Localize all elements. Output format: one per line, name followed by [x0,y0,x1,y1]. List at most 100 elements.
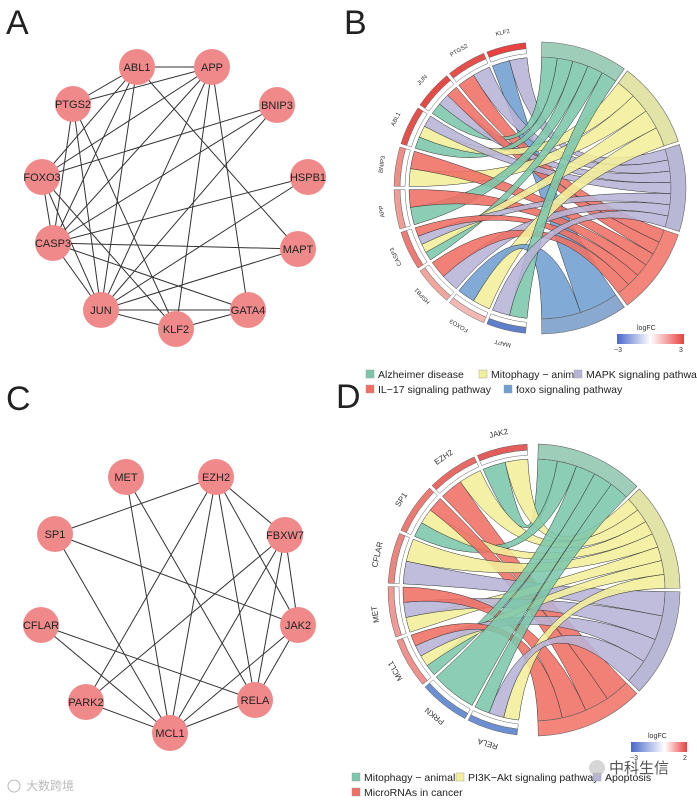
edge-app-gata4 [211,66,249,311]
edge-cflar-mcl1 [40,624,171,734]
gene-label: KLF2 [495,29,511,38]
edge-casp3-gata4 [52,242,249,311]
node-label: APP [201,62,223,74]
pathway-arc [537,443,638,498]
edge-ezh2-rela [215,476,256,701]
edge-mapt-jun [100,248,299,311]
edge-app-foxo3 [41,66,213,178]
edge-ptgs2-jun [72,103,102,311]
node-mcl1: MCL1 [152,715,188,751]
gene-label: MET [370,605,381,623]
chord-ribbon [474,483,627,714]
logfc-title-d: logFC [648,733,667,740]
node-bnip3: BNIP3 [259,87,295,123]
node-circle [68,684,104,720]
pathway-arc [628,591,681,692]
gene-label: JUN [417,74,429,87]
legend-swatch-mitophagy-d [351,772,361,782]
legend-swatch-foxo [503,384,513,394]
edge-abl1-jun [100,66,138,311]
node-klf2: KLF2 [158,311,194,347]
edge-jak2-mcl1 [169,624,299,734]
node-label: GATA4 [231,305,265,317]
gene-label: PRKN [423,705,446,726]
gene-label: FOXO3 [448,317,469,333]
edge-sp1-jak2 [54,533,299,626]
gene-logfc-arc [400,487,435,533]
legend-label-alzheimer: Alzheimer disease [378,369,464,381]
gene-logfc-arc [400,107,424,146]
legend-swatch-mapk [573,369,583,379]
node-met: MET [108,459,144,495]
chord-ribbon [447,86,660,255]
edge-ezh2-sp1 [54,476,217,535]
node-label: FBXW7 [266,530,304,542]
node-gata4: GATA4 [230,292,266,328]
node-circle [267,517,303,553]
logfc-legend-d: logFC −3 2 [630,733,687,762]
chord-ribbon [492,210,669,316]
edge-sp1-mcl1 [54,533,171,734]
legend-swatch-alzheimer [365,369,375,379]
node-sp1: SP1 [37,516,73,552]
node-circle [108,459,144,495]
chord-ribbon [488,634,645,718]
node-label: RELA [241,695,270,707]
edge-abl1-casp3 [52,66,138,244]
node-rela: RELA [237,682,273,718]
legend-label-mitophagy-d: Mitophagy − animal [364,772,455,784]
logfc-min-d: −3 [630,755,638,762]
panel-letter-a: A [6,4,29,42]
gene-label: APP [379,205,387,218]
node-hspb1: HSPB1 [290,159,326,195]
node-label: EZH2 [202,472,230,484]
node-label: FOXO3 [23,172,60,184]
watermark-left-text: 大数跨境 [26,778,74,793]
legend-label-mitophagy-b: Mitophagy − animal [491,369,582,381]
node-circle [259,87,295,123]
pathway-arc [664,144,687,232]
node-label: HSPB1 [290,172,326,184]
pathway-arc [628,488,681,589]
node-app: APP [194,49,230,85]
edge-fbxw7-rela [254,534,286,701]
node-label: BNIP3 [261,100,293,112]
edge-ezh2-mcl1 [169,476,217,734]
gene-label: BNIP3 [378,155,387,174]
wechat-icon [589,760,605,776]
panel-letter-d: D [336,378,361,416]
gene-label: RELA [476,736,499,751]
legend-label-mapk: MAPK signaling pathway [586,369,697,381]
node-circle [55,86,91,122]
node-label: PTGS2 [55,99,91,111]
gene-logfc-arc [449,52,487,79]
gene-logfc-arc [431,456,477,491]
gene-label: ABL1 [391,111,403,127]
pathway-arc [617,70,679,147]
node-circle [35,225,71,261]
gene-label: HSPB1 [413,286,431,305]
node-jak2: JAK2 [280,607,316,643]
watermark-left: 大数跨境 [7,778,74,793]
pathway-legend-b: Alzheimer disease Mitophagy − animal MAP… [365,369,697,396]
gene-logfc-arc [387,533,406,584]
edge-hspb1-casp3 [52,176,309,244]
edge-met-mcl1 [125,476,171,734]
pathway-arc [541,294,625,335]
node-label: MET [114,472,138,484]
edge-cflar-rela [40,624,256,701]
gene-label: CFLAR [370,541,385,569]
node-fbxw7: FBXW7 [266,517,304,553]
node-label: MAPT [283,244,314,256]
node-circle [119,49,155,85]
pathway-legend-d: Mitophagy − animal PI3K−Akt signaling pa… [351,772,651,799]
gene-label: MCL1 [386,659,405,682]
node-circle [237,682,273,718]
edge-fbxw7-mcl1 [169,534,286,734]
node-label: CFLAR [23,620,59,632]
node-mapt: MAPT [280,231,316,267]
pathway-arc [537,682,638,737]
